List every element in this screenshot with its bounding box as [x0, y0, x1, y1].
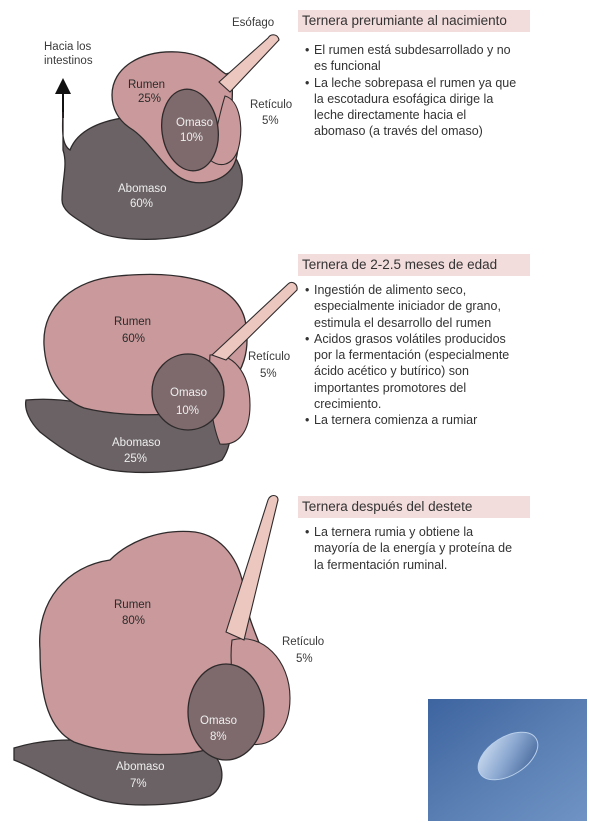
stage-2-abomaso-label: Abomaso	[112, 437, 161, 449]
stage-3-omaso-label: Omaso	[200, 715, 237, 727]
stage-2-abomaso-pct: 25%	[124, 453, 147, 465]
stage-2-bullet: Acidos grasos volátiles producidos por l…	[314, 331, 519, 412]
stage-1-bullets: El rumen está subdesarrollado y no es fu…	[314, 42, 519, 140]
stage-3-omaso-pct: 8%	[210, 731, 227, 743]
stage-2-bullets: Ingestión de alimento seco, especialment…	[314, 282, 519, 429]
stage-3-omaso	[188, 664, 264, 760]
stage-1-bullet: El rumen está subdesarrollado y no es fu…	[314, 42, 519, 75]
stage-2-stomach: Rumen 60% Retículo 5% Omaso 10% Abomaso …	[26, 274, 297, 472]
stage-2-bullet: Ingestión de alimento seco, especialment…	[314, 282, 519, 331]
stage-1-reticulo-label: Retículo	[250, 99, 292, 111]
stage-2-bullet: La ternera comienza a rumiar	[314, 412, 519, 428]
stage-2-rumen-label: Rumen	[114, 316, 151, 328]
stage-1-omaso-label: Omaso	[176, 117, 213, 129]
stage-1-abomaso-pct: 60%	[130, 198, 153, 210]
stage-1-abomaso-label: Abomaso	[118, 183, 167, 195]
stage-2-heading: Ternera de 2-2.5 meses de edad	[298, 254, 530, 276]
stage-2-reticulo-label: Retículo	[248, 351, 290, 363]
stage-2-reticulo-pct: 5%	[260, 368, 277, 380]
microscopy-photo	[428, 699, 587, 821]
stage-2-omaso-pct: 10%	[176, 405, 199, 417]
stage-1-bullet: La leche sobrepasa el rumen ya que la es…	[314, 75, 519, 140]
stage-3-rumen-label: Rumen	[114, 599, 151, 611]
stage-1-rumen-label: Rumen	[128, 79, 165, 91]
stage-2-rumen-pct: 60%	[122, 333, 145, 345]
stage-3-heading: Ternera después del destete	[298, 496, 530, 518]
stage-3-abomaso-pct: 7%	[130, 778, 147, 790]
stage-2-omaso-label: Omaso	[170, 387, 207, 399]
stage-3-rumen-pct: 80%	[122, 615, 145, 627]
stage-3-bullets: La ternera rumia y obtiene la mayoría de…	[314, 524, 519, 573]
stage-1-reticulo-pct: 5%	[262, 115, 279, 127]
stage-1-omaso-pct: 10%	[180, 132, 203, 144]
stage-3-stomach: Rumen 80% Retículo 5% Omaso 8% Abomaso 7…	[14, 496, 324, 805]
stage-3-reticulo-pct: 5%	[296, 653, 313, 665]
stage-3-bullet: La ternera rumia y obtiene la mayoría de…	[314, 524, 519, 573]
stage-1-heading: Ternera prerumiante al nacimiento	[298, 10, 530, 32]
stage-1-stomach: Hacia los intestinos Esófago Rumen 25% R…	[44, 17, 292, 239]
stage-3-abomaso-label: Abomaso	[116, 761, 165, 773]
stage-3-reticulo-label: Retículo	[282, 636, 324, 648]
intestines-label-line1: Hacia los	[44, 41, 92, 53]
stage-1-rumen-pct: 25%	[138, 93, 161, 105]
stage-1-esofago-label: Esófago	[232, 17, 274, 29]
intestines-label-line2: intestinos	[44, 55, 93, 67]
stage-1-esofago	[219, 35, 279, 92]
